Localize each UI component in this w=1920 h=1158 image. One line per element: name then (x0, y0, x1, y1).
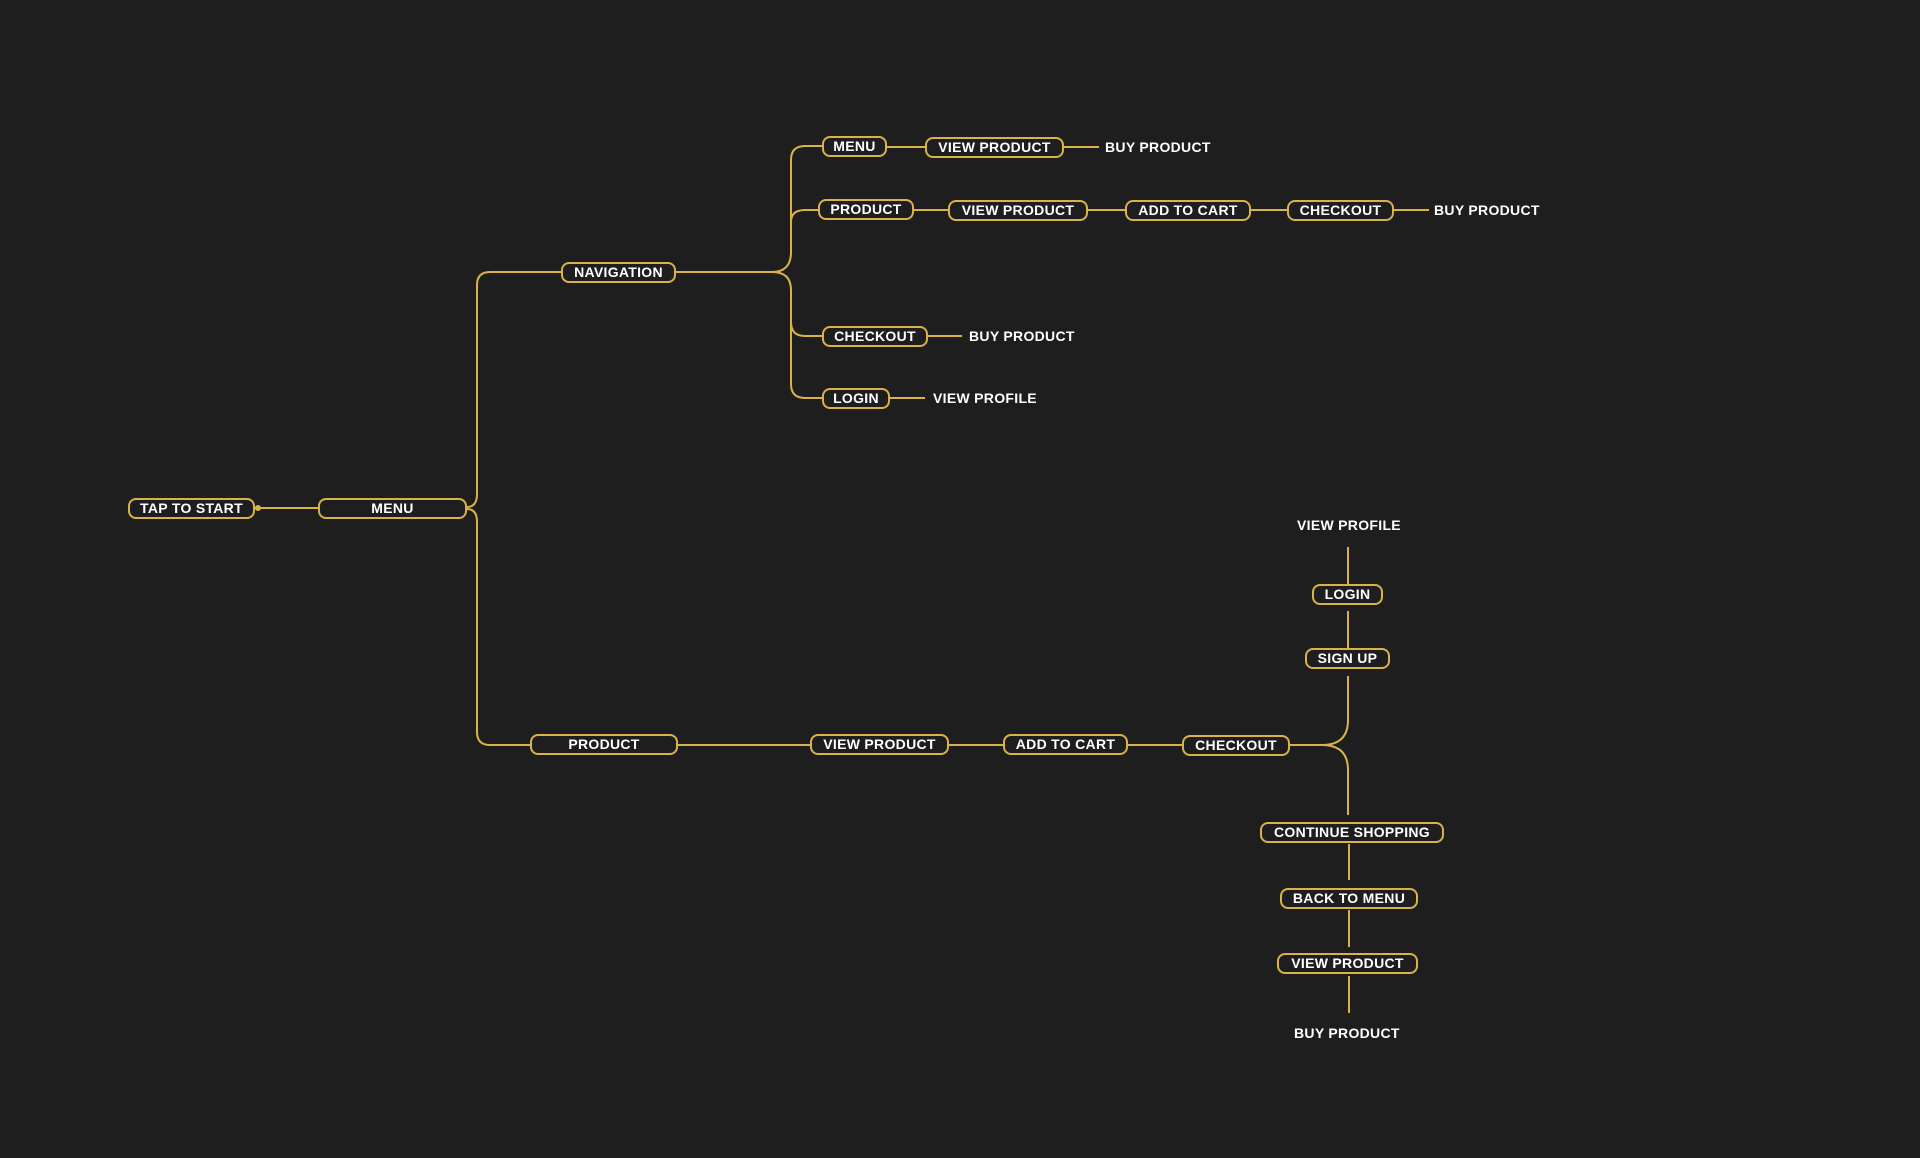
checkout-buy-product-label: BUY PRODUCT (1294, 1025, 1400, 1041)
checkout-view-product-node[interactable]: VIEW PRODUCT (1277, 953, 1418, 974)
connector-dot (255, 505, 261, 511)
product-view-product-node[interactable]: VIEW PRODUCT (810, 734, 949, 755)
nav-menu-buy-product-label: BUY PRODUCT (1105, 139, 1211, 155)
nav-checkout-buy-product-label: BUY PRODUCT (969, 328, 1075, 344)
nav-product-checkout-node[interactable]: CHECKOUT (1287, 200, 1394, 221)
product-add-to-cart-node[interactable]: ADD TO CART (1003, 734, 1128, 755)
edge-checkout-signup (1290, 676, 1349, 746)
nav-product-view-product-node[interactable]: VIEW PRODUCT (948, 200, 1088, 221)
edge-menu-navigation (466, 271, 561, 508)
nav-product-add-to-cart-node[interactable]: ADD TO CART (1125, 200, 1251, 221)
tap-to-start-node[interactable]: TAP TO START (128, 498, 255, 519)
nav-checkout-node[interactable]: CHECKOUT (822, 326, 928, 347)
menu-node[interactable]: MENU (318, 498, 467, 519)
nav-menu-view-product-node[interactable]: VIEW PRODUCT (925, 137, 1064, 158)
product-node[interactable]: PRODUCT (530, 734, 678, 755)
navigation-node[interactable]: NAVIGATION (561, 262, 676, 283)
checkout-view-profile-label: VIEW PROFILE (1297, 517, 1401, 533)
nav-product-buy-product-label: BUY PRODUCT (1434, 202, 1540, 218)
checkout-login-node[interactable]: LOGIN (1312, 584, 1383, 605)
nav-login-node[interactable]: LOGIN (822, 388, 890, 409)
edge-checkout-continue (1321, 744, 1349, 815)
nav-login-view-profile-label: VIEW PROFILE (933, 390, 1037, 406)
nav-menu-node[interactable]: MENU (822, 136, 887, 157)
checkout-back-to-menu-node[interactable]: BACK TO MENU (1280, 888, 1418, 909)
nav-product-node[interactable]: PRODUCT (818, 199, 914, 220)
checkout-continue-shopping-node[interactable]: CONTINUE SHOPPING (1260, 822, 1444, 843)
edge-navigation-trunk (676, 145, 822, 273)
edge-navigation-checkout (771, 271, 822, 337)
edge-navigation-product (790, 209, 818, 223)
checkout-sign-up-node[interactable]: SIGN UP (1305, 648, 1390, 669)
edge-menu-product (466, 508, 530, 746)
product-checkout-node[interactable]: CHECKOUT (1182, 735, 1290, 756)
edge-navigation-login (790, 322, 822, 399)
